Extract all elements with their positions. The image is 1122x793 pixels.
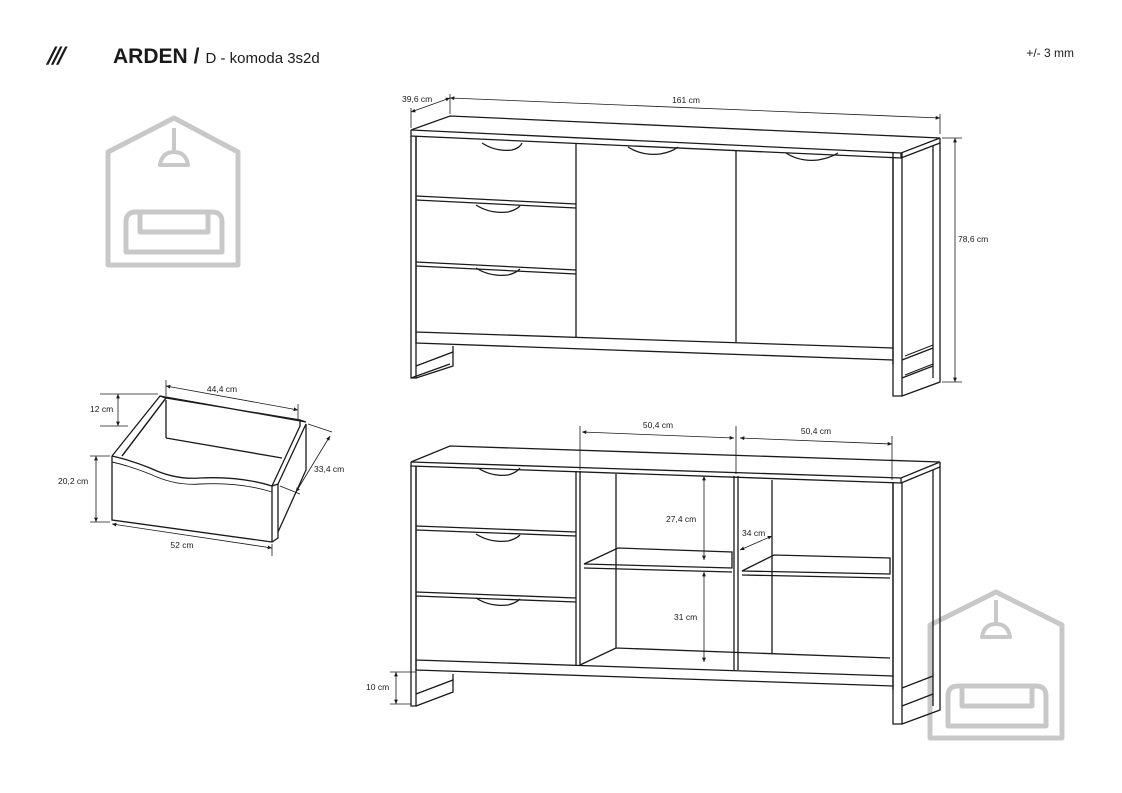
brand-slashes-logo: ///	[48, 44, 66, 69]
drawer-front-width-label: 52 cm	[170, 540, 193, 550]
sideboard-closed-view	[410, 115, 941, 397]
drawer-inner-width-label: 44,4 cm	[207, 384, 237, 394]
depth-label: 39,6 cm	[402, 94, 432, 104]
model-name: ARDEN	[113, 45, 188, 68]
title-block: /// ARDEN / D - komoda 3s2d	[48, 44, 320, 69]
leg-height-label: 10 cm	[366, 682, 389, 692]
product-description: D - komoda 3s2d	[205, 50, 320, 67]
compartment-width-right-label: 50,4 cm	[801, 426, 831, 436]
drawer-depth-label: 33,4 cm	[314, 464, 344, 474]
compartment-width-left-label: 50,4 cm	[643, 420, 673, 430]
height-label: 78,6 cm	[958, 234, 988, 244]
dimension-lines-closed	[410, 94, 962, 383]
watermark-house-logo-left	[105, 115, 241, 268]
dimension-lines-open	[390, 426, 893, 705]
tolerance-note: +/- 3 mm	[1026, 46, 1074, 60]
drawer-detail	[111, 395, 307, 543]
upper-shelf-height-label: 27,4 cm	[666, 514, 696, 524]
width-label: 161 cm	[672, 95, 700, 105]
lower-shelf-height-label: 31 cm	[674, 612, 697, 622]
watermark-house-logo-right	[927, 589, 1065, 741]
shelf-depth-label: 34 cm	[742, 528, 765, 538]
dimension-lines-drawer	[90, 380, 333, 556]
sideboard-open-view	[410, 445, 941, 725]
drawer-front-height-label: 20,2 cm	[58, 476, 88, 486]
drawer-inner-height-label: 12 cm	[90, 404, 113, 414]
title-separator: /	[193, 45, 200, 68]
